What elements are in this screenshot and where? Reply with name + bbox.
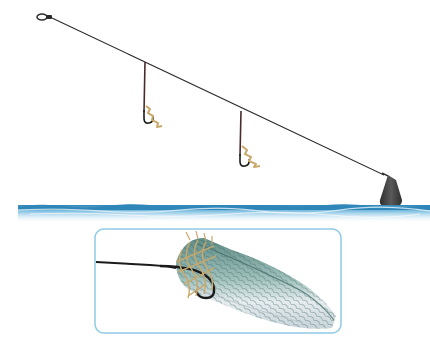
main-line (52, 18, 384, 175)
bait-detail-inset (95, 229, 341, 333)
swivel (37, 14, 52, 20)
dropper-2 (240, 111, 241, 156)
bait-strip-2 (242, 146, 260, 167)
sinker (380, 173, 402, 206)
dropper-1 (144, 62, 145, 112)
water-surface (18, 204, 430, 223)
